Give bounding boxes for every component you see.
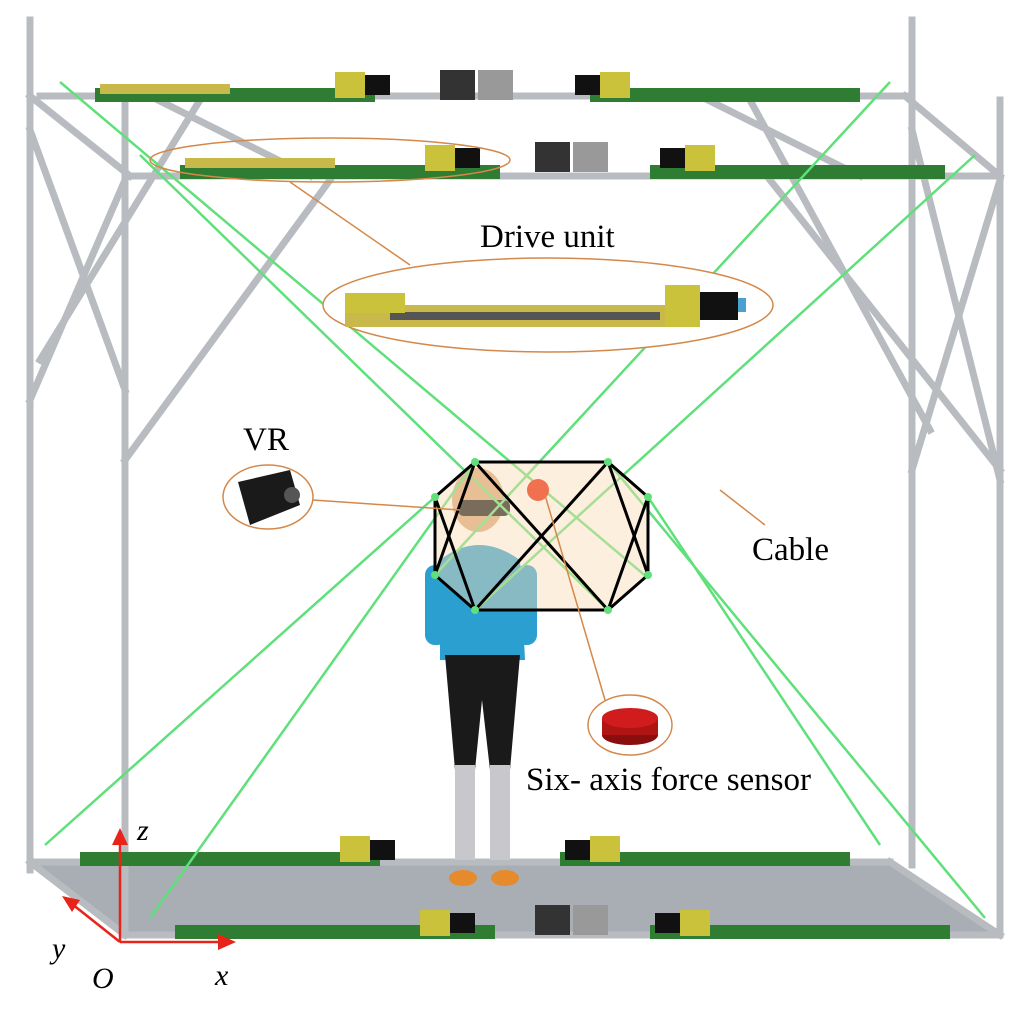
axis-label-origin: O: [92, 962, 114, 995]
vr-headset-icon: [238, 470, 300, 525]
label-force-sensor: Six- axis force sensor: [526, 762, 811, 798]
end-effector-polyhedron: [433, 460, 650, 612]
cable-attachment-points: [431, 458, 652, 614]
label-vr: VR: [243, 422, 289, 458]
drive-units: [80, 70, 950, 939]
drive-unit-detail: [345, 285, 746, 327]
force-sensor-marker: [527, 479, 549, 501]
axis-label-y: y: [49, 932, 66, 965]
coordinate-axes: [62, 828, 236, 950]
force-sensor-icon: [602, 708, 658, 745]
axis-label-z: z: [136, 814, 149, 847]
label-drive-unit: Drive unit: [480, 219, 615, 255]
axis-label-x: x: [214, 959, 229, 992]
label-cable: Cable: [752, 532, 829, 568]
